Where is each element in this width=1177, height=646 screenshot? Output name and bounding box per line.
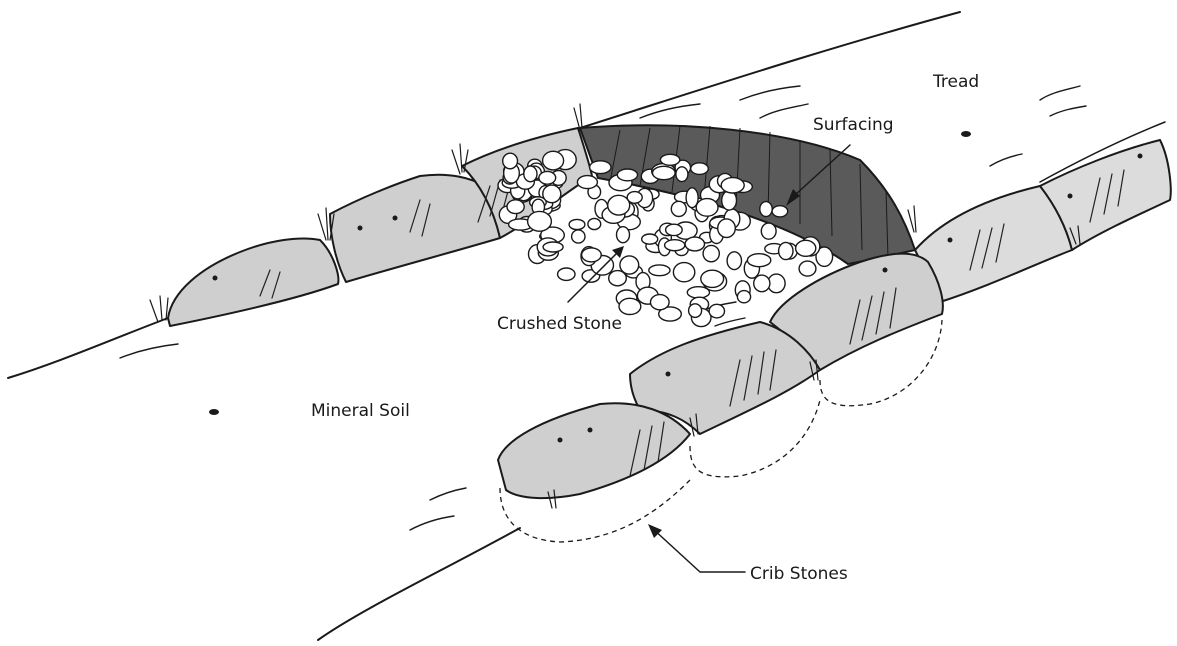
label-surfacing: Surfacing xyxy=(813,115,894,135)
crushed-stone-pebble xyxy=(660,154,679,165)
crushed-stone-pebble xyxy=(671,201,686,216)
crushed-stone-pebble xyxy=(701,270,724,287)
crushed-stone-pebble xyxy=(709,304,724,318)
crushed-stone-pebble xyxy=(620,256,639,274)
crushed-stone-pebble xyxy=(796,240,816,256)
crushed-stone-pebble xyxy=(543,151,564,170)
crushed-stone-pebble xyxy=(572,230,585,243)
crushed-stone-pebble xyxy=(703,245,719,261)
crushed-stone-pebble xyxy=(747,254,770,267)
crushed-stone-pebble xyxy=(689,304,702,318)
crushed-stone-pebble xyxy=(543,242,563,252)
crushed-stone-pebble xyxy=(539,171,556,184)
label-tread: Tread xyxy=(932,72,979,92)
crushed-stone-pebble xyxy=(543,185,561,203)
crushed-stone-pebble xyxy=(761,223,776,239)
crushed-stone-pebble xyxy=(685,237,704,251)
crushed-stone-pebble xyxy=(799,261,816,276)
crushed-stone-pebble xyxy=(676,167,688,182)
crushed-stone-pebble xyxy=(619,298,641,314)
crushed-stone-pebble xyxy=(558,268,575,280)
crushed-stone-pebble xyxy=(651,295,670,310)
crushed-stone-pebble xyxy=(760,202,772,217)
crib-stones-back-right xyxy=(915,140,1171,302)
label-crib-stones: Crib Stones xyxy=(750,564,848,584)
crushed-stone-pebble xyxy=(588,218,601,229)
crushed-stone-pebble xyxy=(507,200,524,214)
crushed-stone-pebble xyxy=(569,219,585,229)
crushed-stone-pebble xyxy=(590,161,611,174)
crushed-stone-pebble xyxy=(524,166,537,182)
crushed-stone-pebble xyxy=(696,199,718,217)
crushed-stone-pebble xyxy=(582,248,602,262)
label-mineral-soil: Mineral Soil xyxy=(311,401,410,421)
crushed-stone-pebble xyxy=(727,252,741,270)
crushed-stone-pebble xyxy=(608,195,630,215)
crushed-stone-pebble xyxy=(666,224,683,235)
crushed-stone-pebble xyxy=(577,176,597,189)
crushed-stone-pebble xyxy=(772,206,788,217)
crushed-stone-pebble xyxy=(691,163,709,175)
crushed-stone-pebble xyxy=(627,192,642,204)
crushed-stone-pebble xyxy=(718,219,736,238)
crushed-stone-pebble xyxy=(649,265,670,276)
crushed-stone-pebble xyxy=(528,211,552,231)
crushed-stone-pebble xyxy=(665,240,685,251)
label-crushed-stone: Crushed Stone xyxy=(497,314,622,334)
crushed-stone-pebble xyxy=(754,275,770,292)
crushed-stone-pebble xyxy=(779,242,793,259)
crushed-stone-pebble xyxy=(721,178,744,193)
crushed-stone-pebble xyxy=(737,291,750,303)
crushed-stone-pebble xyxy=(642,234,658,244)
crushed-stone-pebble xyxy=(653,166,676,179)
crushed-stone-pebble xyxy=(503,153,518,169)
crushed-stone-pebble xyxy=(673,263,694,282)
crushed-stone-pebble xyxy=(617,169,637,181)
crushed-stone-pebble xyxy=(617,227,630,243)
